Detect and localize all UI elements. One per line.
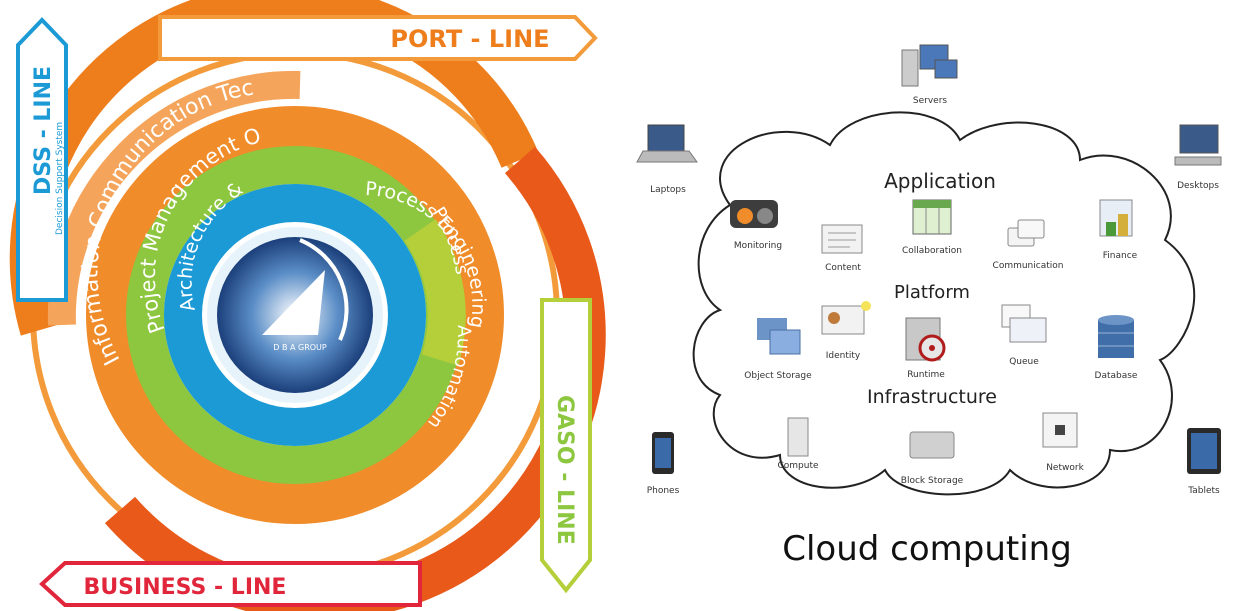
servers-label: Servers (913, 96, 948, 106)
process-band (404, 219, 466, 366)
content-icon (821, 224, 863, 254)
port-line-label: PORT - LINE (390, 25, 549, 53)
database-label: Database (1095, 371, 1138, 381)
gaso-line-label: GASO - LINE (552, 395, 577, 545)
business-line-label: BUSINESS - LINE (84, 575, 287, 600)
cloud-outline (692, 111, 1196, 496)
block-storage-label: Block Storage (901, 476, 964, 486)
laptops-icon (636, 124, 698, 163)
finance-icon (1099, 199, 1133, 237)
arch-band (164, 184, 426, 446)
ict-band (86, 106, 504, 524)
dss-line-label: DSS - LINE (31, 66, 56, 195)
collaboration-icon (912, 199, 952, 235)
network-icon (1042, 412, 1078, 448)
logo-mark (262, 270, 325, 335)
database-icon (1098, 315, 1134, 358)
layer-platform: Platform (894, 282, 970, 303)
phones-label: Phones (647, 486, 680, 496)
cloud-caption: Cloud computing (782, 529, 1072, 569)
dss-line-sub: Decision Support System (55, 122, 65, 235)
queue-icon (1001, 304, 1047, 343)
content-label: Content (825, 263, 861, 273)
compute-icon (787, 417, 809, 457)
object-storage-label: Object Storage (744, 371, 812, 381)
compute-label: Compute (777, 461, 819, 471)
finance-label: Finance (1103, 251, 1138, 261)
layer-infrastructure: Infrastructure (867, 386, 997, 408)
port-line-arrow: PORT - LINE (158, 15, 598, 61)
dss-line-arrow: DSS - LINE Decision Support System (16, 17, 68, 302)
tablets-label: Tablets (1187, 486, 1220, 496)
logo-swoosh (299, 238, 349, 341)
strategy-wheel: D B A GROUP Information Communication Te… (0, 0, 606, 611)
block-storage-icon (909, 431, 955, 459)
monitoring-icon (730, 200, 778, 228)
communication-label: Communication (993, 261, 1064, 271)
gaso-line-arrow: GASO - LINE (540, 298, 592, 594)
layer-application: Application (884, 169, 996, 193)
communication-icon (1007, 219, 1045, 247)
logo-text: D B A GROUP (273, 343, 327, 352)
tablets-icon (1187, 428, 1221, 474)
desktops-label: Desktops (1177, 181, 1219, 191)
phones-icon (652, 432, 674, 474)
cloud-diagram: Application Platform Infrastructure Moni… (636, 44, 1222, 569)
business-line-arrow: BUSINESS - LINE (39, 561, 422, 607)
servers-icon (901, 44, 958, 87)
network-label: Network (1046, 463, 1084, 473)
object-storage-icon (757, 318, 801, 355)
identity-icon (821, 301, 871, 335)
queue-label: Queue (1009, 357, 1039, 367)
identity-label: Identity (826, 351, 861, 361)
monitoring-label: Monitoring (734, 241, 782, 251)
desktops-icon (1174, 124, 1222, 166)
runtime-icon (905, 317, 946, 362)
collaboration-label: Collaboration (902, 246, 962, 256)
laptops-label: Laptops (650, 185, 686, 195)
runtime-label: Runtime (907, 370, 945, 380)
